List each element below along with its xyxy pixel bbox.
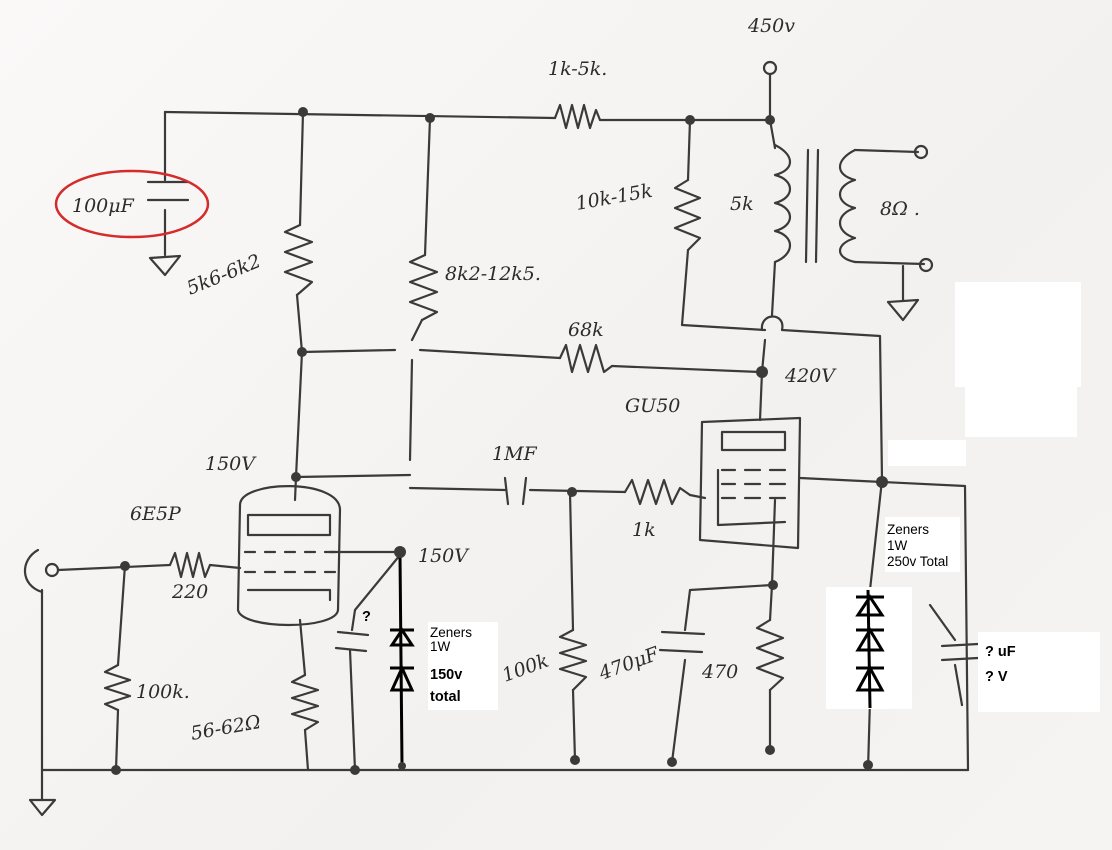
screen-resistor: [408, 253, 439, 322]
grid-stopper-out: [623, 478, 692, 506]
speaker-terminal: [913, 144, 929, 160]
zener-small-total1: 150v: [430, 667, 462, 683]
out-grid-resistor: [558, 628, 588, 692]
zener-icon: [855, 594, 885, 617]
speaker-terminal: [918, 257, 934, 273]
cathode-capacitor: [658, 630, 706, 654]
cap-v-note: ? V: [985, 669, 1008, 685]
coupling-capacitor: [503, 476, 528, 506]
feedback-resistor: [558, 343, 614, 374]
highlight-ellipse: [54, 169, 210, 239]
pre-plate-resistor: [283, 223, 314, 297]
pre-plate-resistor-label: 5k6-6k2: [184, 250, 264, 300]
zener-small-total2: total: [430, 689, 461, 705]
zener-big-total: 250v Total: [887, 554, 948, 569]
feedback-resistor-label: 68k: [568, 319, 604, 341]
pre-voltage-label: 150V: [205, 453, 257, 475]
cathode-cap-label: 470μF: [595, 643, 662, 685]
question-cap-note: ?: [362, 609, 371, 625]
resistors: [103, 103, 785, 732]
pre-tube: [236, 485, 342, 627]
cathode-resistor-label: 56-62Ω: [189, 711, 262, 745]
cap-uf-note: ? uF: [985, 644, 1016, 660]
supply-resistor: [553, 103, 602, 130]
zener-icon: [855, 627, 885, 652]
whiteout-patches: [428, 282, 1100, 712]
input-terminal: [44, 562, 60, 578]
right-capacitor: [940, 642, 980, 662]
junctions: [111, 107, 888, 775]
speaker-label: 8Ω .: [880, 198, 920, 220]
ground-icon: [148, 254, 182, 277]
bypass-capacitor: [146, 180, 190, 202]
supply-terminal: [762, 60, 778, 76]
zener-small-title: Zeners: [430, 625, 472, 640]
coupling-cap-label: 1MF: [492, 443, 538, 465]
grid-leak-resistor: [103, 663, 132, 712]
zeners-small: [389, 627, 415, 692]
zener-small-power: 1W: [430, 639, 451, 654]
out-resistor-label: 10k-15k: [574, 180, 654, 215]
grid-stopper-out-label: 1k: [632, 519, 656, 541]
capacitors: [146, 180, 980, 662]
zener-icon: [855, 664, 885, 692]
zener-icon: [389, 664, 415, 692]
output-tube: [698, 416, 802, 550]
pre-tube-label: 6E5P: [130, 503, 182, 525]
output-tube-label: GU50: [625, 395, 680, 417]
wires: [23, 73, 970, 817]
out-cathode-resistor: [755, 618, 785, 692]
transformer-label: 5k: [730, 193, 754, 215]
grid-stopper-in: [168, 551, 212, 579]
zener-big-title: Zeners: [887, 522, 929, 537]
grid-leak-label: 100k.: [136, 681, 190, 703]
out-plate-voltage-label: 420V: [784, 365, 837, 387]
supply-resistor-label: 1k-5k.: [548, 58, 607, 80]
zener-big-power: 1W: [887, 538, 908, 553]
zeners-big: [855, 589, 885, 709]
out-cathode-resistor-label: 470: [701, 661, 738, 683]
cathode-voltage-label: 150V: [418, 545, 470, 567]
cathode-resistor: [290, 673, 320, 732]
out-plate-resistor: [673, 178, 702, 252]
typed-notes: ? Zeners 1W 150v total Zeners 1W 250v To…: [362, 522, 1016, 705]
bypass-cap-label: 100μF: [72, 195, 135, 217]
handwritten-labels: 450v 1k-5k. 100μF 5k6-6k2 8k2-12k5. 10k-…: [72, 15, 920, 745]
small-capacitor: [334, 630, 370, 653]
out-grid-resistor-label: 100k: [499, 650, 551, 687]
ground-icon: [886, 298, 920, 322]
zener-icon: [389, 627, 415, 647]
screen-resistor-label: 8k2-12k5.: [445, 263, 541, 285]
terminals: [44, 60, 934, 578]
grid-stopper-in-label: 220: [171, 581, 208, 603]
ground-symbols: [148, 254, 920, 322]
zener-wire: [398, 554, 404, 766]
supply-voltage-label: 450v: [747, 15, 795, 37]
